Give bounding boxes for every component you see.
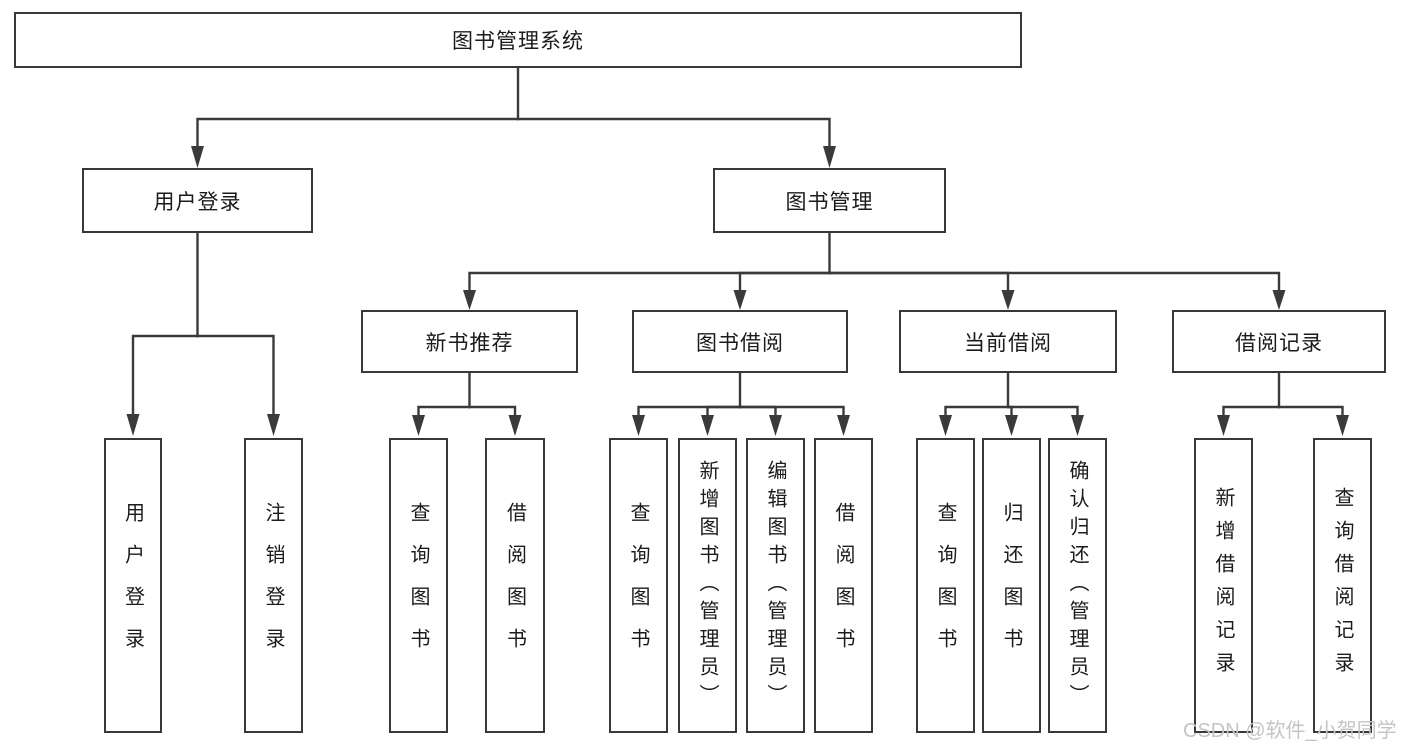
arrowhead: [1001, 290, 1015, 310]
arrowhead: [837, 415, 850, 436]
leaf-add-book-admin: 新增图书（管理员）: [678, 438, 737, 733]
leaf-confirm-return-admin: 确认归还（管理员）: [1048, 438, 1107, 733]
connector-currentborrow-to-leaves: [939, 371, 1084, 436]
leaf-logout: 注销登录: [244, 438, 303, 733]
leaf-query-books-recommend: 查询图书: [389, 438, 448, 733]
connector-login-to-leaves: [126, 231, 280, 436]
node-new-book-recommend: 新书推荐: [361, 310, 578, 373]
node-book-management: 图书管理: [713, 168, 946, 233]
node-book-borrowing: 图书借阅: [632, 310, 848, 373]
arrowhead: [1217, 415, 1230, 436]
leaf-query-borrow-record: 查询借阅记录: [1313, 438, 1372, 733]
node-current-borrowing: 当前借阅: [899, 310, 1117, 373]
connector-bookborrow-to-leaves: [632, 371, 850, 436]
leaf-borrow-books-borrowing: 借阅图书: [814, 438, 873, 733]
arrowhead: [508, 415, 522, 436]
arrowhead: [1336, 415, 1349, 436]
leaf-edit-book-admin: 编辑图书（管理员）: [746, 438, 805, 733]
connector-root-to-level1: [191, 66, 836, 168]
arrowhead: [733, 290, 747, 310]
connector-records-to-leaves: [1217, 371, 1349, 436]
connector-management-to-level2: [463, 231, 1286, 310]
leaf-query-books-current: 查询图书: [916, 438, 975, 733]
node-root: 图书管理系统: [14, 12, 1022, 68]
arrowhead: [463, 290, 476, 310]
node-user-login: 用户登录: [82, 168, 313, 233]
arrowhead: [823, 146, 836, 168]
arrowhead: [412, 415, 425, 436]
arrowhead: [126, 414, 140, 436]
node-borrowing-records: 借阅记录: [1172, 310, 1386, 373]
leaf-add-borrow-record: 新增借阅记录: [1194, 438, 1253, 733]
connector-newbook-to-leaves: [412, 371, 522, 436]
arrowhead: [939, 415, 952, 436]
leaf-return-book: 归还图书: [982, 438, 1041, 733]
leaf-user-login: 用户登录: [104, 438, 162, 733]
arrowhead: [769, 415, 782, 436]
arrowhead: [1071, 415, 1084, 436]
watermark: CSDN @软件_小贺同学: [1183, 720, 1397, 742]
arrowhead: [1272, 290, 1286, 310]
leaf-query-books-borrowing: 查询图书: [609, 438, 668, 733]
arrowhead: [701, 415, 714, 436]
arrowhead: [191, 146, 204, 168]
arrowhead: [267, 414, 280, 436]
leaf-borrow-books-recommend: 借阅图书: [485, 438, 545, 733]
arrowhead: [1005, 415, 1018, 436]
arrowhead: [632, 415, 645, 436]
